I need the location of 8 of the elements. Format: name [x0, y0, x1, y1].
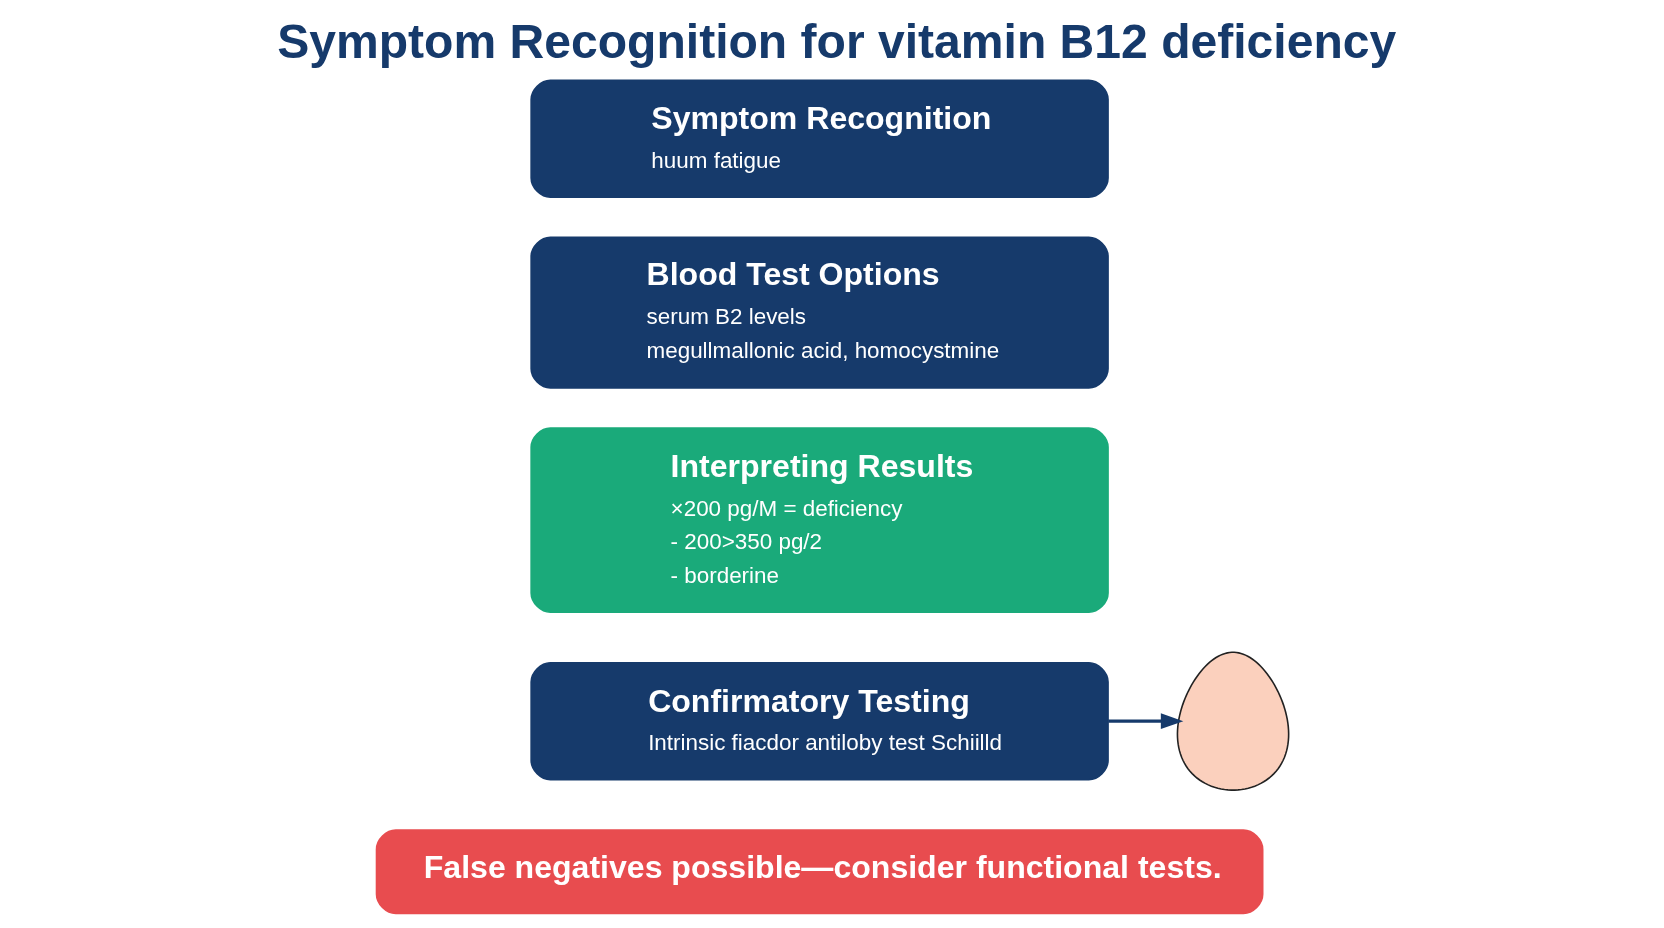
diagram-title: Symptom Recognition for vitamin B12 deficiency — [276, 13, 1396, 68]
node-box: Interpreting Results ×200 pg/M = deficiency - 200>350 pg/2 - borderine — [529, 427, 1109, 614]
node-box: False negatives possible—consider functional tests. — [375, 829, 1263, 915]
arrow — [1107, 713, 1183, 730]
node-box: Blood Test Options serum B2 levels megullmallonic acid, homocystmine — [529, 236, 1109, 389]
node-box: Symptom Recognition huum fatigue — [529, 79, 1109, 198]
node-person — [1176, 651, 1289, 791]
node-box: Confirmatory Testing Intrinsic fiacdor antiloby test Schiilld — [529, 661, 1109, 781]
